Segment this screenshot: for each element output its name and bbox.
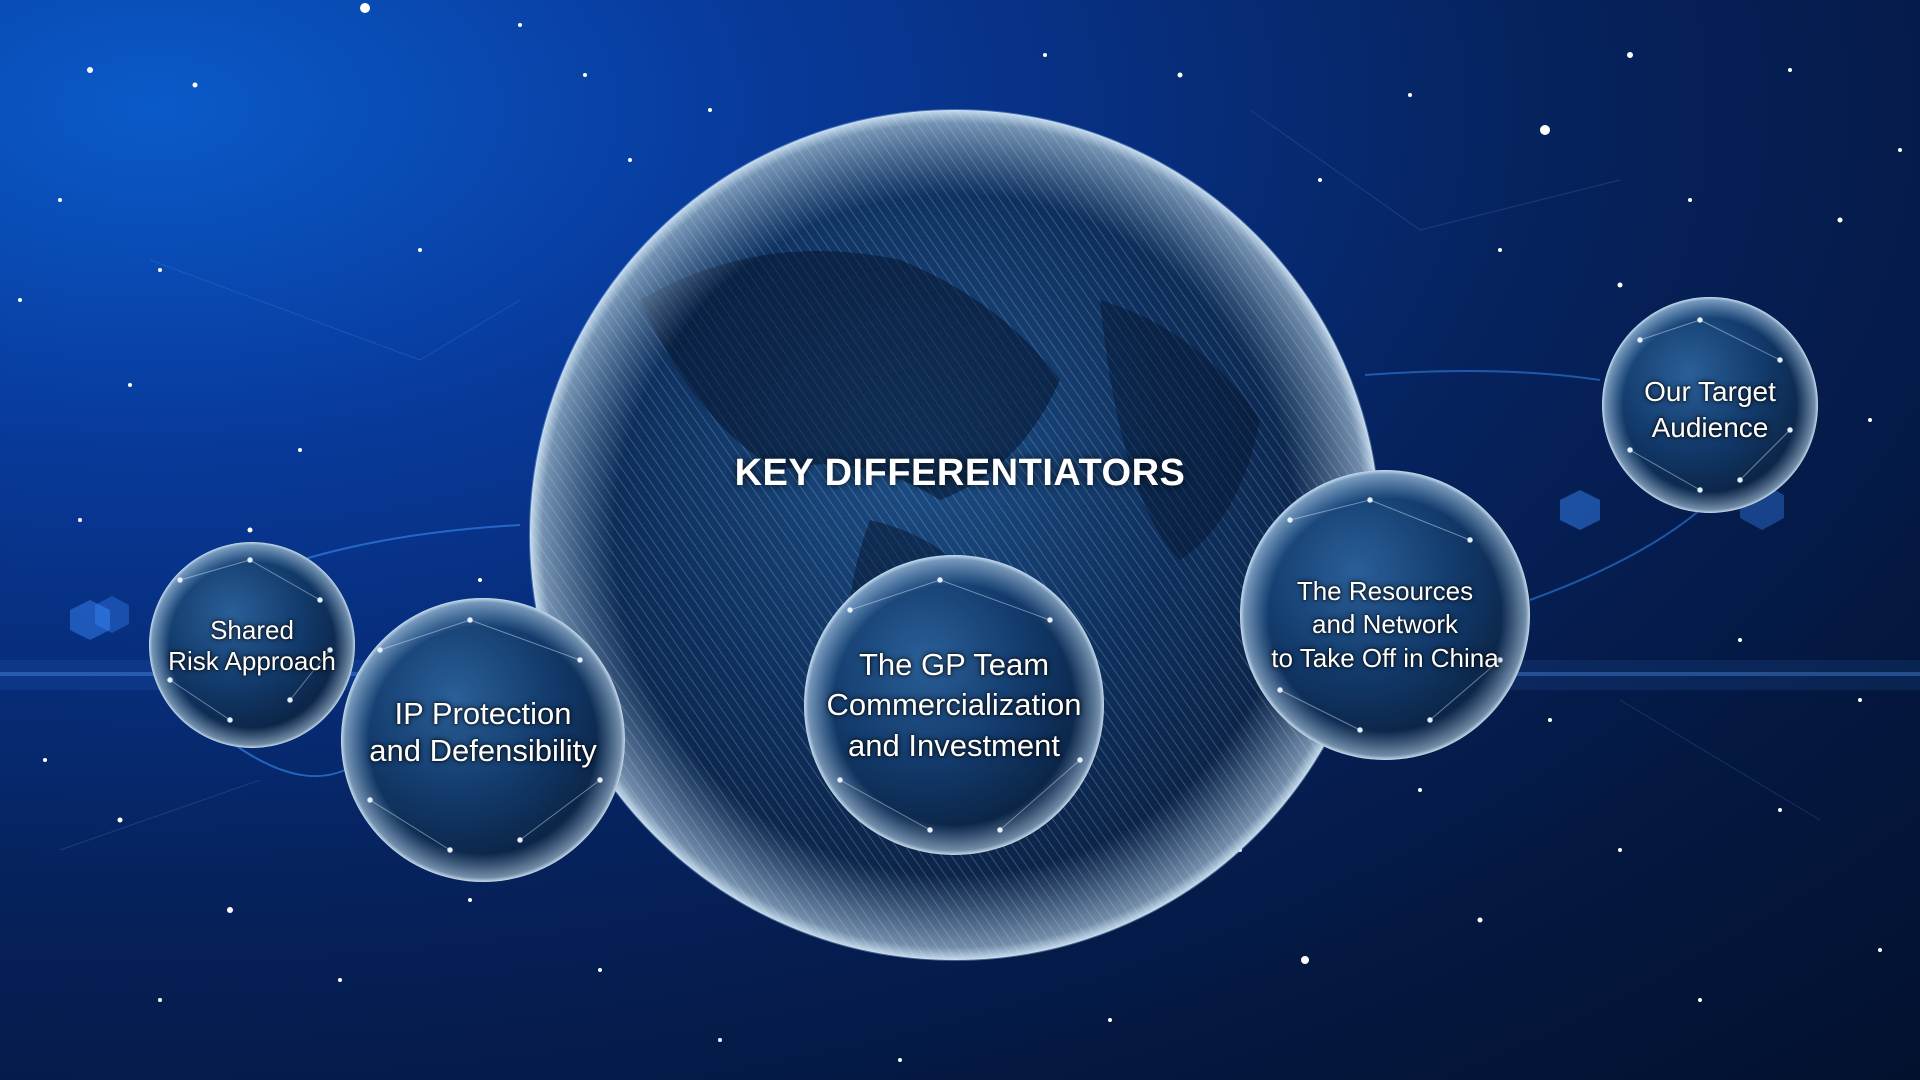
label-shared-risk: Shared Risk Approach [152, 615, 352, 676]
label-line: Commercialization [826, 687, 1082, 723]
label-line: and Defensibility [369, 732, 597, 768]
label-line: Our Target [1644, 376, 1776, 407]
orbit-line [234, 744, 346, 778]
hexagon-glow [95, 596, 129, 633]
label-line: IP Protection [394, 696, 572, 731]
label-line: Risk Approach [168, 645, 336, 676]
network-lines [59, 109, 1821, 851]
label-ip-protection: IP Protection and Defensibility [343, 696, 623, 769]
page-title: KEY DIFFERENTIATORS [734, 452, 1186, 494]
orbit-line [1364, 370, 1601, 381]
hexagon-glow [1560, 490, 1600, 530]
orbit-line [1529, 509, 1701, 601]
label-gp-team: The GP Team Commercialization and Invest… [804, 645, 1104, 766]
globe-target-audience [1602, 297, 1818, 513]
globe-shared-risk [149, 542, 355, 748]
globe-gp-team [804, 555, 1104, 855]
label-resources-network: The Resources and Network to Take Off in… [1240, 575, 1530, 675]
main-globe-rim [530, 110, 1380, 960]
label-line: and Investment [848, 727, 1060, 763]
label-line: and Network [1312, 609, 1458, 640]
label-line: The Resources [1296, 576, 1474, 606]
globe-resources-network [1240, 470, 1530, 760]
globe-ip-protection [341, 598, 625, 882]
label-line: Audience [1651, 412, 1769, 444]
label-line: The GP Team [858, 647, 1050, 682]
hexagon-glow [70, 600, 110, 640]
label-line: to Take Off in China [1271, 642, 1499, 673]
label-line: Shared [210, 615, 294, 645]
label-target-audience: Our Target Audience [1610, 374, 1810, 447]
